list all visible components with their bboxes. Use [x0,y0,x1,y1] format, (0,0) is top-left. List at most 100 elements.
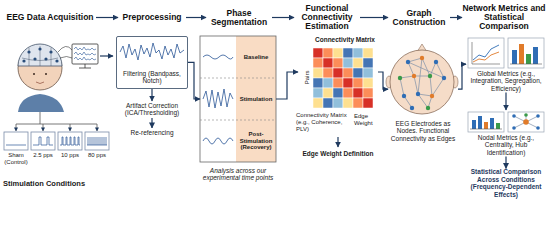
node-text: Artifact Correction (ICA/Thresholding) [118,102,186,117]
node-text: Network Metrics and Statistical Comparis… [462,4,546,31]
illustration-part [74,47,96,50]
flow-arrow [505,156,506,168]
node-text: Preprocessing [122,13,181,22]
label-text: Connectivity Matrix (e.g., Coherence, PL… [296,112,352,133]
illustration-part [363,78,373,88]
illustration-part [524,113,528,117]
node-text: EEG Data Acquisition [6,13,93,22]
illustration-part [514,115,538,128]
process-step: Artifact Correction (ICA/Thresholding) [116,101,188,118]
illustration-part [508,38,544,68]
illustration-part [4,132,28,150]
condition-tree [16,112,97,131]
illustration-part [468,38,504,68]
illustration-part [323,88,333,98]
illustration-part [472,42,500,64]
illustration-part [31,132,55,150]
illustration-part [363,48,373,58]
illustration-part [323,48,333,58]
illustration-part [343,98,353,108]
illustration-part [473,52,499,62]
node-text: EEG Electrodes as Nodes. Functional Conn… [388,120,458,142]
illustration-part [434,60,438,64]
illustration-part [323,78,333,88]
illustration-part [100,55,113,56]
illustration-part [55,59,58,62]
illustration-part [33,137,53,145]
illustration-part [512,50,517,64]
illustration-part [353,78,363,88]
node-text: Global Metrics (e.g., Integration, Segre… [466,70,546,92]
illustration-part [343,78,353,88]
illustration-part [313,48,323,58]
illustration-part [473,45,499,60]
illustration-part [74,52,96,55]
segmentation-panel [200,36,276,162]
stage-heading: Phase Segmentation [206,3,272,32]
definition-arrow [337,137,338,147]
node-text: Graph Construction [388,9,450,27]
illustration-part [333,48,343,58]
illustration-part [508,112,544,132]
illustration-part [49,50,52,53]
flow-arrow [186,17,206,18]
illustration-part [468,112,504,132]
illustration-part [79,64,91,68]
illustration-part [333,58,343,68]
illustration-part [74,57,96,60]
label-box: Edge Weight [354,113,382,127]
illustration-part [72,44,98,64]
illustration-part [18,94,64,112]
illustration-part [203,138,233,144]
label-text: Edge Weight [354,113,382,127]
illustration-part [22,46,58,66]
illustration-part [58,132,82,150]
phase-row: Baseline [200,36,276,78]
node-text: Sham (Control) [3,152,29,166]
illustration-part [200,78,276,120]
electrode-graph [386,44,458,114]
illustration-part [70,124,71,131]
illustration-part [510,64,542,65]
flow-arrow [378,72,388,89]
illustration-part [16,112,97,124]
label-text: Edge Weight Definition [298,150,378,157]
illustration-part [410,106,414,110]
flow-arrow [272,17,294,18]
metric-panel: Global Metrics (e.g., Integration, Segre… [466,36,546,92]
illustration-part [478,116,482,129]
illustration-part [343,88,353,98]
metric-panel: Nodal Metrics (e.g., Centrality, Hub Ide… [466,110,546,156]
illustration-part [402,94,406,98]
illustration-part [60,137,80,145]
node-text: Connectivity Matrix [312,36,378,43]
node-text: 2.5 pps [30,152,56,159]
node-text: Stimulation [240,96,273,103]
illustration-part [120,43,184,60]
node-text: Post-Stimulation (Recovery) [237,131,275,151]
illustration-part [203,55,233,59]
eeg-monitor [58,44,113,68]
flow-arrow [276,72,298,99]
label-box: Edge Weight Definition [298,150,378,157]
illustration-part [313,88,323,98]
illustration-part [236,36,276,162]
illustration-part [45,73,47,75]
illustration-part [43,124,44,131]
illustration-part [203,89,233,108]
illustration-part [426,106,430,110]
node-text: Functional Connectivity Estimation [294,4,360,31]
node-text: 80 pps [84,152,110,159]
illustration-part [363,98,373,108]
illustration-part [353,98,363,108]
condition-panel: 2.5 pps [30,132,56,159]
condition-panel: 80 pps [84,132,110,159]
illustration-part [533,47,538,64]
node-text: Phase Segmentation [206,9,272,27]
illustration-part [27,50,30,53]
illustration-part [416,92,420,96]
illustration-part [428,74,432,78]
